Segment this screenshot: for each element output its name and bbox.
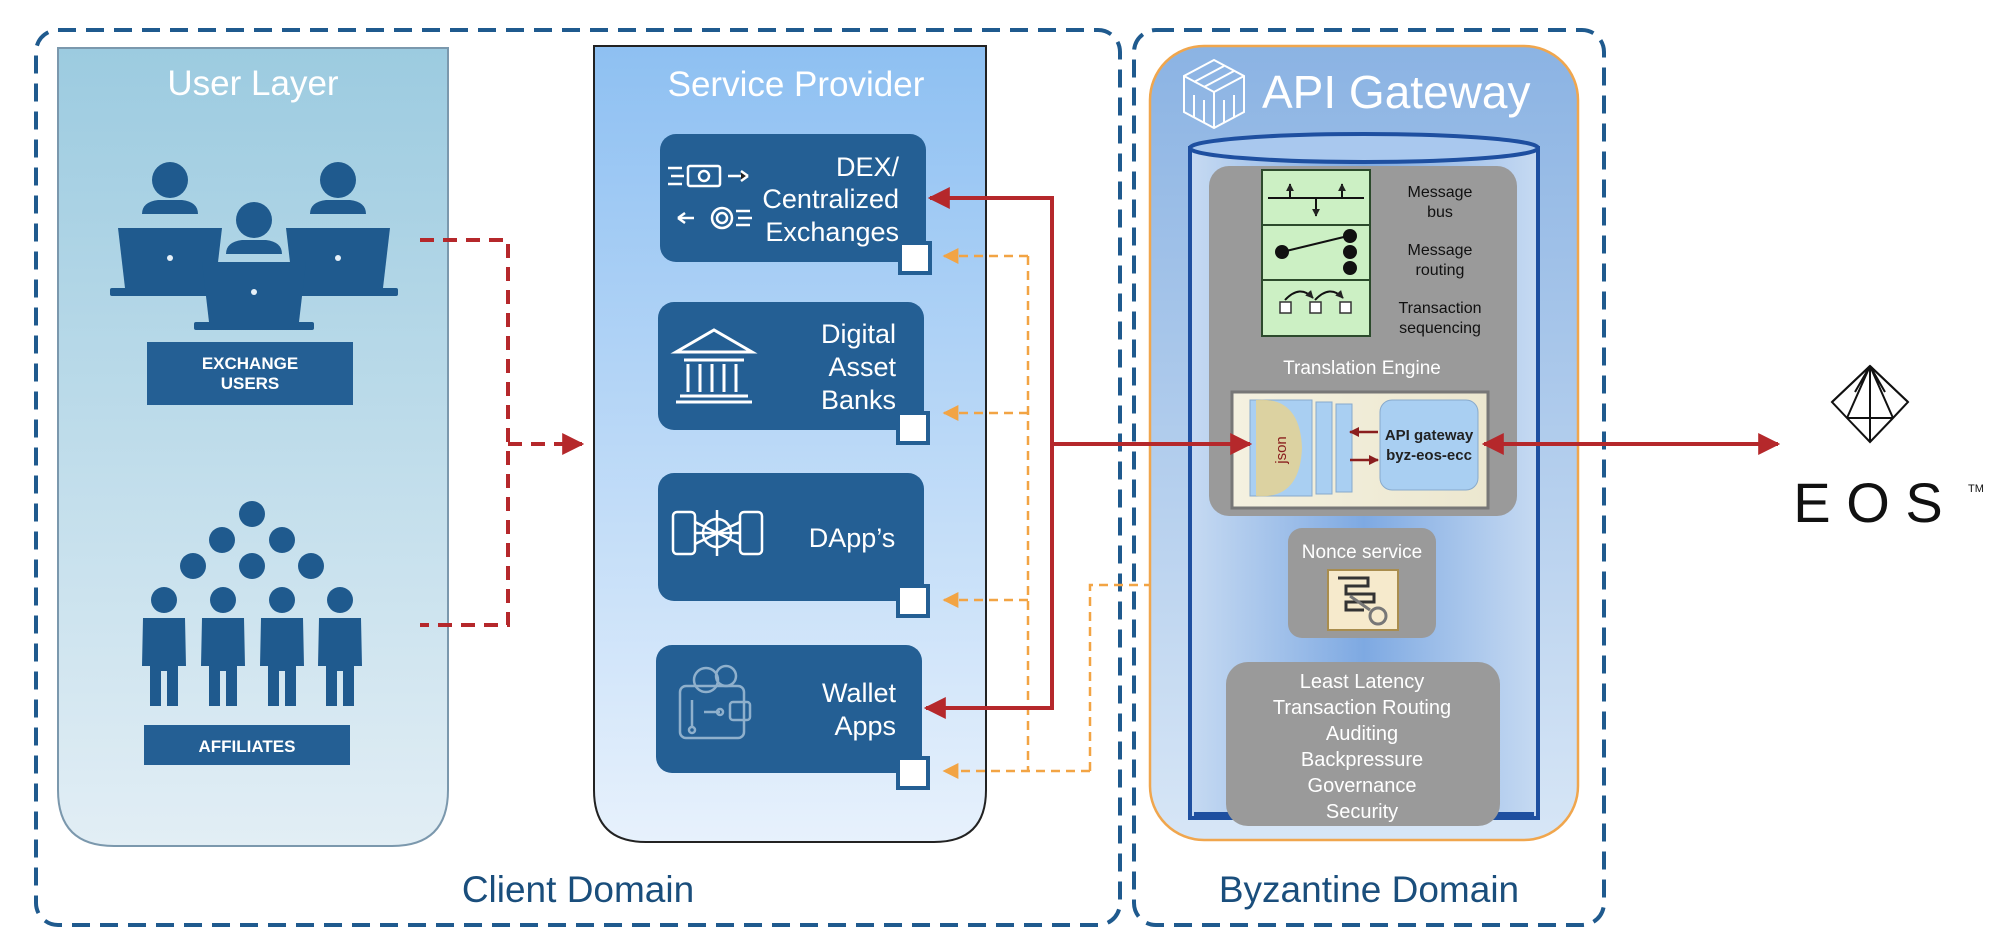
client-domain-label: Client Domain xyxy=(462,869,694,910)
maze-key-icon xyxy=(1327,569,1399,631)
wallet-port xyxy=(896,756,930,790)
exchange-users-label-2: USERS xyxy=(221,374,280,393)
translation-engine-block: json API gateway byz-eos-ecc xyxy=(1230,390,1490,510)
service-provider-title: Service Provider xyxy=(668,65,925,104)
nonce-service-label: Nonce service xyxy=(1302,542,1422,563)
dapp-network-icon xyxy=(671,510,764,556)
eos-logo-icon xyxy=(1830,364,1910,444)
translation-engine-label: Translation Engine xyxy=(1283,358,1441,379)
bank-icon xyxy=(670,328,758,404)
nonce-connector xyxy=(942,248,1284,779)
dex-label-3: Exchanges xyxy=(765,217,899,247)
port-squares xyxy=(896,241,932,790)
feature-item: Transaction Routing xyxy=(1273,697,1451,719)
gateway-box-label-2: byz-eos-ecc xyxy=(1386,447,1472,464)
wallet-icon xyxy=(678,664,752,740)
eos-trademark: TM xyxy=(1968,483,1984,495)
wallet-label-1: Wallet xyxy=(822,678,897,708)
eos-label: E O S xyxy=(1793,471,1942,534)
feature-item: Least Latency xyxy=(1300,671,1425,693)
banks-label-1: Digital xyxy=(821,319,896,349)
banks-label-2: Asset xyxy=(828,352,896,382)
dex-label-1: DEX/ xyxy=(836,152,900,182)
banks-label-3: Banks xyxy=(821,385,896,415)
gateway-box-label-1: API gateway xyxy=(1385,427,1474,444)
feature-item: Governance xyxy=(1308,775,1417,797)
affiliates-icon xyxy=(142,501,362,706)
cube-icon xyxy=(1183,58,1245,130)
dex-port xyxy=(898,241,932,275)
banks-port xyxy=(896,411,930,445)
dapps-port xyxy=(896,584,930,618)
transaction-sequencing-label-1: Transaction xyxy=(1399,300,1482,317)
features-panel xyxy=(1226,662,1500,826)
byzantine-domain-label: Byzantine Domain xyxy=(1219,869,1519,910)
wallet-box: Wallet Apps xyxy=(656,645,922,773)
exchange-icon xyxy=(668,164,752,230)
service-gateway-connector xyxy=(923,187,1253,719)
wallet-label-2: Apps xyxy=(834,711,896,741)
exchange-users-badge xyxy=(147,342,353,405)
feature-item: Auditing xyxy=(1326,723,1398,745)
dex-box: DEX/ Centralized Exchanges xyxy=(660,134,926,262)
dapps-box: DApp’s xyxy=(658,473,924,601)
exchange-users-label-1: EXCHANGE xyxy=(202,354,298,373)
user-layer-title: User Layer xyxy=(167,64,339,103)
affiliates-label: AFFILIATES xyxy=(199,737,296,756)
affiliates-badge xyxy=(144,725,350,765)
nonce-service-box: Nonce service xyxy=(1288,528,1436,638)
user-to-service-connector xyxy=(420,238,585,627)
message-routing-label-1: Message xyxy=(1408,242,1473,259)
messaging-diagram xyxy=(1261,169,1371,337)
api-gateway-title: API Gateway xyxy=(1262,66,1530,118)
byzantine-domain-border xyxy=(1132,28,1606,927)
transaction-sequencing-label-2: sequencing xyxy=(1399,320,1481,337)
message-bus-label-2: bus xyxy=(1427,204,1453,221)
dapps-label: DApp’s xyxy=(809,523,896,553)
feature-item: Backpressure xyxy=(1301,749,1423,771)
message-routing-label-2: routing xyxy=(1416,262,1465,279)
json-label: json xyxy=(1273,436,1290,465)
message-bus-label-1: Message xyxy=(1408,184,1473,201)
banks-box: Digital Asset Banks xyxy=(658,302,924,430)
dex-label-2: Centralized xyxy=(762,184,899,214)
client-domain-border xyxy=(34,28,1122,927)
feature-item: Security xyxy=(1326,801,1398,823)
